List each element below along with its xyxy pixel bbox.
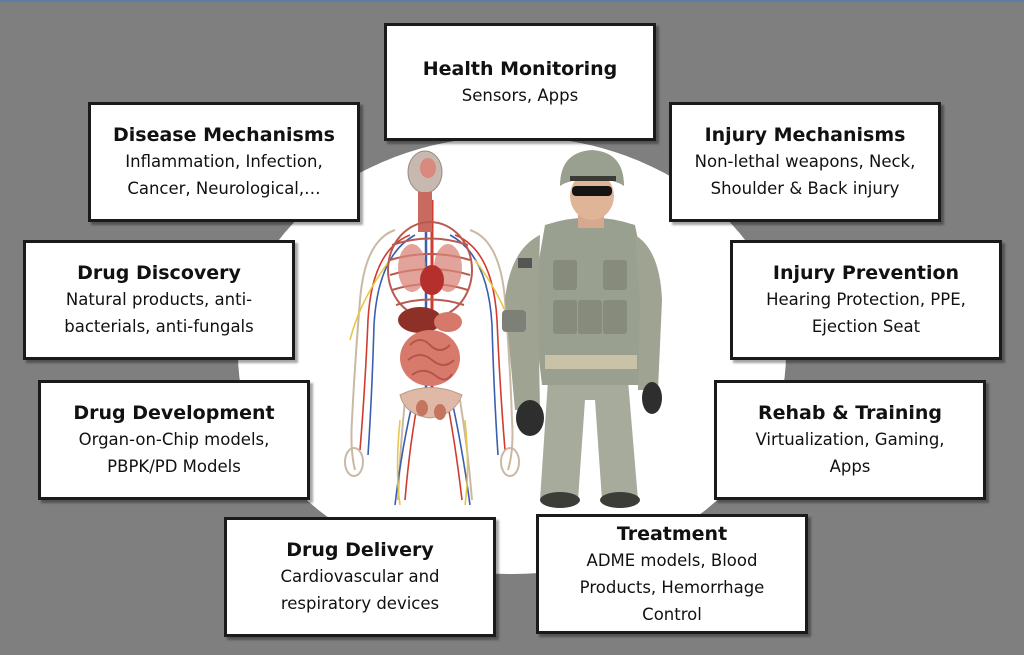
box-title: Drug Development — [73, 402, 275, 424]
box-subtitle: Inflammation, Infection, Cancer, Neurolo… — [125, 152, 323, 198]
box-subtitle: Sensors, Apps — [461, 85, 579, 105]
box-drug-discovery: Drug Discovery Natural products, anti- b… — [23, 240, 295, 360]
box-injury-mechanisms: Injury Mechanisms Non-lethal weapons, Ne… — [669, 102, 941, 222]
box-title: Health Monitoring — [422, 57, 618, 80]
box-title: Treatment — [616, 522, 728, 545]
box-disease-mechanisms: Disease Mechanisms Inflammation, Infecti… — [88, 102, 360, 222]
box-subtitle: Cardiovascular and respiratory devices — [280, 567, 440, 613]
box-rehab-training: Rehab & Training Virtualization, Gaming,… — [714, 380, 986, 500]
box-subtitle: Non-lethal weapons, Neck, Shoulder & Bac… — [694, 152, 916, 198]
box-subtitle: Hearing Protection, PPE, Ejection Seat — [766, 290, 966, 336]
soldier-figure — [502, 150, 662, 508]
box-subtitle: Virtualization, Gaming, Apps — [755, 430, 945, 476]
box-subtitle: ADME models, Blood Products, Hemorrhage … — [579, 550, 765, 624]
box-treatment: Treatment ADME models, Blood Products, H… — [536, 514, 808, 634]
box-drug-delivery: Drug Delivery Cardiovascular and respira… — [224, 517, 496, 637]
box-subtitle: Organ-on-Chip models, PBPK/PD Models — [78, 430, 270, 476]
top-accent-line — [0, 0, 1024, 2]
box-health-monitoring: Health Monitoring Sensors, Apps — [384, 23, 656, 141]
box-title: Injury Mechanisms — [704, 124, 906, 146]
box-title: Disease Mechanisms — [113, 124, 335, 146]
box-subtitle: Natural products, anti- bacterials, anti… — [64, 290, 254, 336]
box-title: Drug Discovery — [77, 262, 241, 284]
box-injury-prevention: Injury Prevention Hearing Protection, PP… — [730, 240, 1002, 360]
box-drug-development: Drug Development Organ-on-Chip models, P… — [38, 380, 310, 500]
box-title: Drug Delivery — [286, 539, 434, 561]
box-title: Injury Prevention — [772, 262, 960, 284]
anatomy-figure — [344, 150, 520, 506]
box-title: Rehab & Training — [757, 402, 942, 424]
